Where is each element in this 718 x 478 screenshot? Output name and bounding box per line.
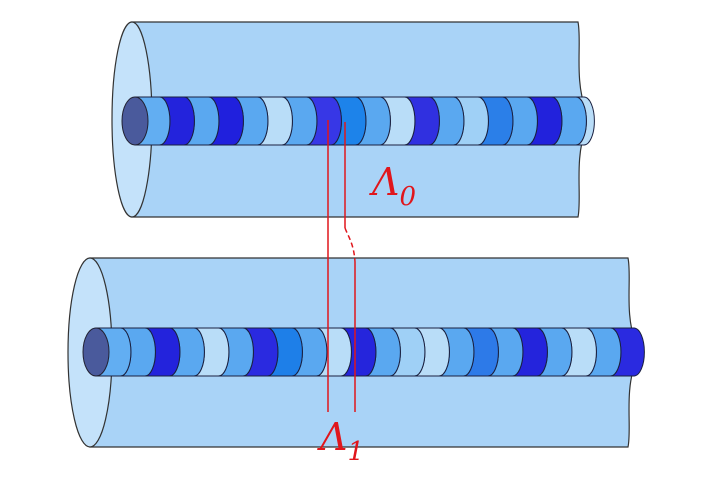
label-subscript-0: 0 <box>399 182 416 212</box>
label-period-1: Λ1 <box>320 418 364 465</box>
label-lambda-1: Λ <box>320 415 348 459</box>
fiber-top-core-end <box>121 96 149 146</box>
fiber-bottom-core-end <box>82 327 110 377</box>
label-subscript-1: 1 <box>347 437 364 467</box>
label-lambda-0: Λ <box>372 160 400 204</box>
marker-line-dashed-bend <box>344 227 356 263</box>
label-period-0: Λ0 <box>372 163 416 210</box>
